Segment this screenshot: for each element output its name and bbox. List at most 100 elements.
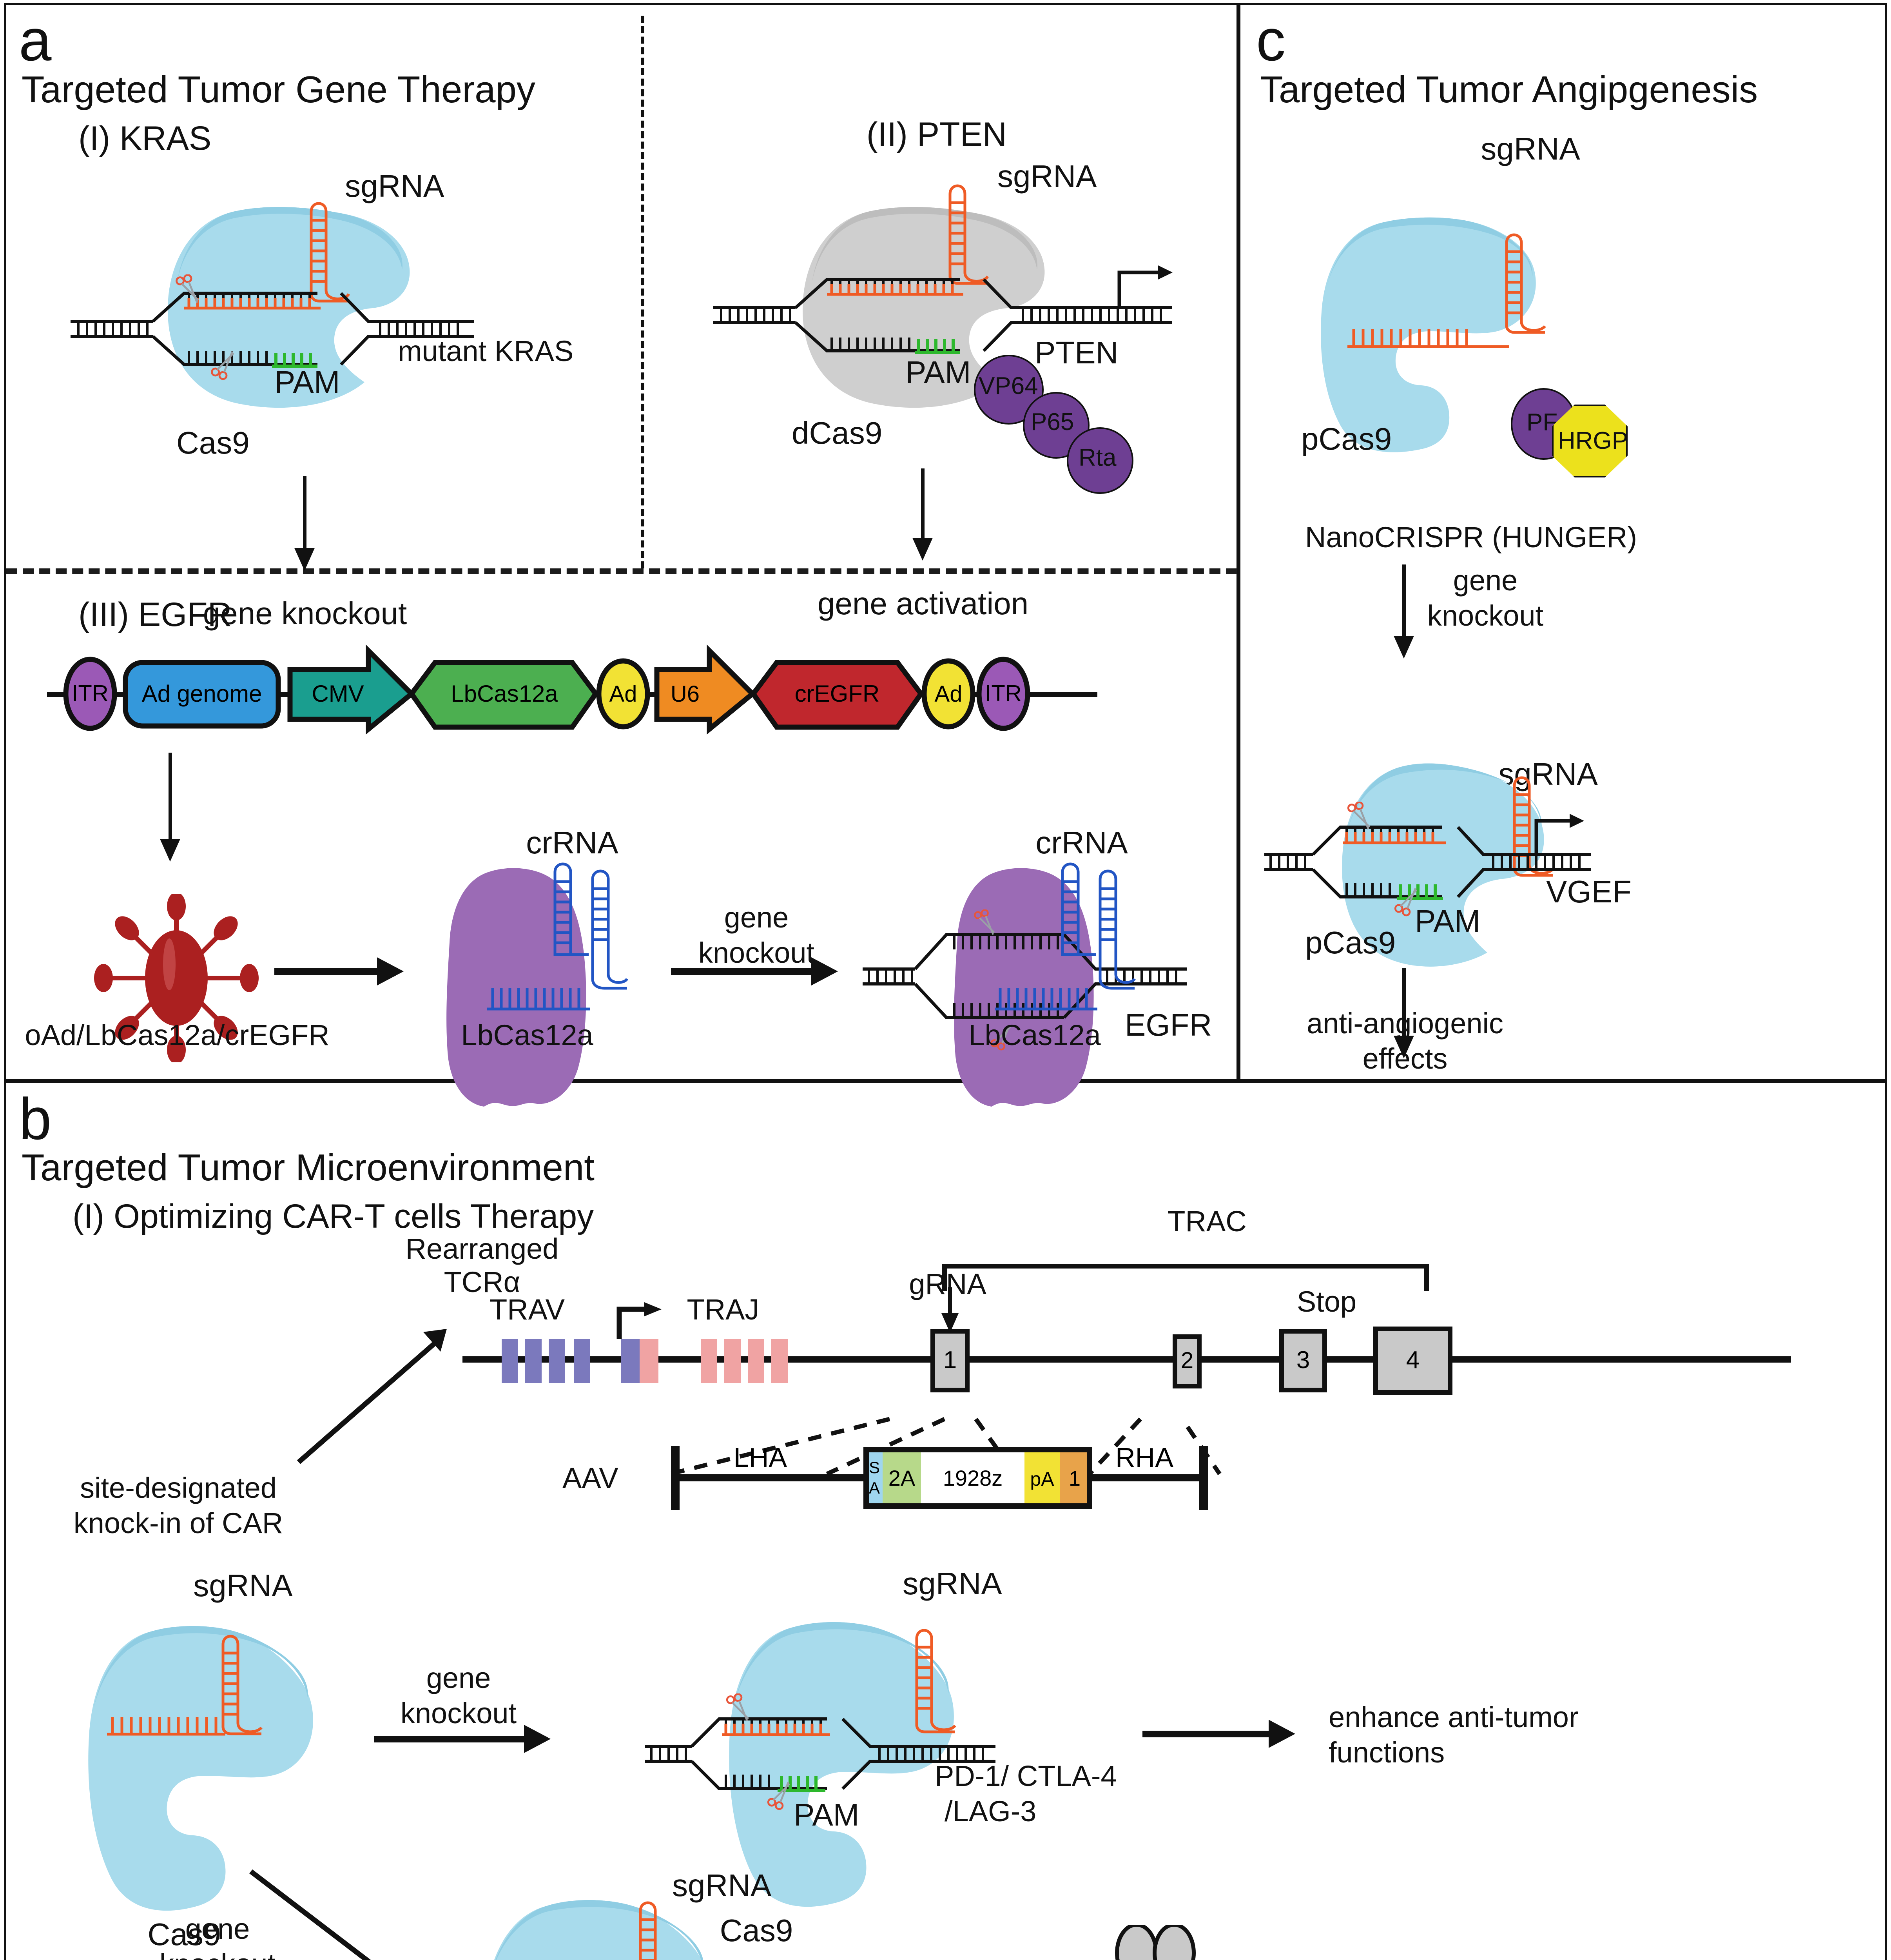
arrow-c-ko-head <box>1394 636 1414 659</box>
b-tcr-sgrna-hairpin <box>631 1895 705 1960</box>
pten-pam-label: PAM <box>905 355 971 390</box>
svg-text:ITR: ITR <box>985 681 1021 706</box>
svg-text:ITR: ITR <box>72 681 108 706</box>
lbcas12a-blob-1 <box>441 864 598 1111</box>
activator-rta-label: Rta <box>1079 444 1117 471</box>
arrow-b-ko1-shaft <box>374 1736 527 1742</box>
pten-enzyme-label: dCas9 <box>792 416 883 450</box>
apo-cas9-label: Cas9 <box>147 1917 221 1952</box>
b-cp-sgrna-label: sgRNA <box>903 1566 1002 1601</box>
panel-b-sub1-heading: (I) Optimizing CAR-T cells Therapy <box>73 1198 594 1235</box>
pten-outcome-label: gene activation <box>817 586 1029 621</box>
arrow-egfr-down-head <box>160 839 180 862</box>
kras-enzyme-label: Cas9 <box>176 425 250 460</box>
svg-text:RHA: RHA <box>1115 1442 1173 1473</box>
pten-dna-rloop <box>709 257 1176 363</box>
egfr-step-line1: gene <box>724 901 789 934</box>
arrow-pten-head <box>912 538 933 561</box>
scissors-icon-cp-bottom <box>764 1776 799 1812</box>
b-ko2-line2: knockout <box>160 1948 276 1960</box>
vgef-pam-label: PAM <box>1415 904 1481 938</box>
egfr-dna-rloop <box>860 906 1189 1043</box>
arrow-egfr-down-shaft <box>169 753 172 843</box>
cas9-blob-checkpoints <box>721 1619 964 1909</box>
arrow-c-ko-shaft <box>1402 564 1406 639</box>
knockin-arrow <box>297 1329 447 1464</box>
pcas9-blob-top <box>1313 214 1556 457</box>
aav-cassette: S A 2A 1928z pA 1 LHA RHA <box>662 1439 1227 1517</box>
rearranged-label: Rearranged <box>405 1232 559 1265</box>
aav-label: AAV <box>562 1462 618 1494</box>
arrow-egfr-h1-shaft <box>274 968 380 975</box>
svg-text:CMV: CMV <box>312 681 364 707</box>
pcas9-sgrna-label-top: sgRNA <box>1481 131 1580 166</box>
arrow-b-out1-shaft <box>1142 1731 1272 1737</box>
b-ko2-line1: gene <box>185 1913 250 1945</box>
apo-cas9-blob <box>80 1623 323 1913</box>
apo-cas9-guide-strand <box>104 1701 237 1744</box>
panel-c-outcome-line2: effects <box>1362 1042 1448 1075</box>
panel-b-title: Targeted Tumor Microenvironment <box>22 1147 595 1189</box>
b-out1-line1: enhance anti-tumor <box>1329 1701 1579 1733</box>
traj-label: TRAJ <box>687 1293 760 1326</box>
arrow-kras-head <box>294 548 315 571</box>
hrgp-label: HRGP <box>1558 427 1628 454</box>
lbcas12a-label-2: LbCas12a <box>968 1019 1101 1051</box>
activator-rta <box>1067 427 1133 494</box>
panel-a-letter: a <box>19 7 51 73</box>
b-cp-sgrna-hairpin <box>907 1623 982 1744</box>
nanocrispr-label: NanoCRISPR (HUNGER) <box>1305 521 1637 554</box>
svg-text:crEGFR: crEGFR <box>795 681 880 707</box>
svg-text:Ad genome: Ad genome <box>142 681 262 707</box>
b-tcr-sgrna-label: sgRNA <box>672 1868 772 1903</box>
svg-text:Ad: Ad <box>935 681 963 707</box>
panel-a-title: Targeted Tumor Gene Therapy <box>22 69 535 111</box>
oncolytic-adenovirus-icon <box>86 892 267 1064</box>
dcas9-blob-pten <box>796 200 1086 412</box>
lbcas12a-label-1: LbCas12a <box>461 1019 593 1051</box>
oncolytic-virus-label: oAd/LbCas12a/crEGFR <box>25 1019 330 1051</box>
kras-target-label: mutant KRAS <box>398 335 574 367</box>
cas9-blob-tcrhla <box>476 1897 719 1960</box>
arrow-egfr-h2-shaft <box>671 968 814 975</box>
panel-b-border <box>4 1081 1887 1960</box>
panel-a-sub2-heading: (II) PTEN <box>866 116 1007 153</box>
crrna-hairpins-1 <box>546 857 647 1029</box>
crrna-guide-strand-2 <box>992 976 1105 1019</box>
pcas9-guide-strand-top <box>1344 314 1521 357</box>
svg-text:3: 3 <box>1296 1347 1310 1374</box>
knockin-label-line2: knock-in of CAR <box>73 1507 283 1539</box>
egfr-target-label: EGFR <box>1125 1007 1212 1042</box>
panel-a-sub3-heading: (III) EGFR <box>78 596 232 633</box>
trac-label: TRAC <box>1168 1205 1247 1238</box>
b-cp-cas9-label: Cas9 <box>720 1913 793 1948</box>
egfr-cassette: ITR Ad genome CMV LbCas12a Ad U6 crEGFR … <box>47 644 1097 737</box>
arrow-egfr-h2-head <box>811 957 838 985</box>
knockin-label-line1: site-designated <box>80 1472 277 1504</box>
svg-text:1: 1 <box>943 1347 957 1374</box>
svg-text:2: 2 <box>1181 1348 1193 1373</box>
panel-c-letter: c <box>1256 7 1285 73</box>
panel-c-ko-line1: gene <box>1453 564 1518 597</box>
panel-c-ko-line2: knockout <box>1427 599 1544 632</box>
pcas9-blob-bottom <box>1334 757 1577 976</box>
panel-a-sub1-heading: (I) KRAS <box>78 120 212 157</box>
svg-text:LHA: LHA <box>734 1442 787 1473</box>
svg-text:LbCas12a: LbCas12a <box>451 681 558 707</box>
arrow-egfr-h1-head <box>377 957 404 985</box>
svg-text:S: S <box>869 1458 880 1477</box>
panel-b-letter: b <box>19 1086 51 1152</box>
kras-pam-label: PAM <box>274 365 340 399</box>
arrow-c-out-head <box>1394 1036 1414 1058</box>
apo-cas9-sgrna-label: sgRNA <box>193 1568 293 1603</box>
trav-label: TRAV <box>490 1293 565 1326</box>
arrow-pten-shaft <box>921 468 925 541</box>
arrow-kras-shaft <box>303 476 306 551</box>
egfr-crrna-label-1: crRNA <box>526 825 618 860</box>
crrna-hairpins-2 <box>1053 857 1155 1029</box>
b-cp-target-line2: /LAG-3 <box>945 1795 1037 1828</box>
scissors-icon-kras-top <box>172 274 208 312</box>
vgef-target-label: VGEF <box>1546 874 1632 909</box>
grna-label: gRNA <box>909 1268 986 1300</box>
svg-text:U6: U6 <box>671 681 700 707</box>
